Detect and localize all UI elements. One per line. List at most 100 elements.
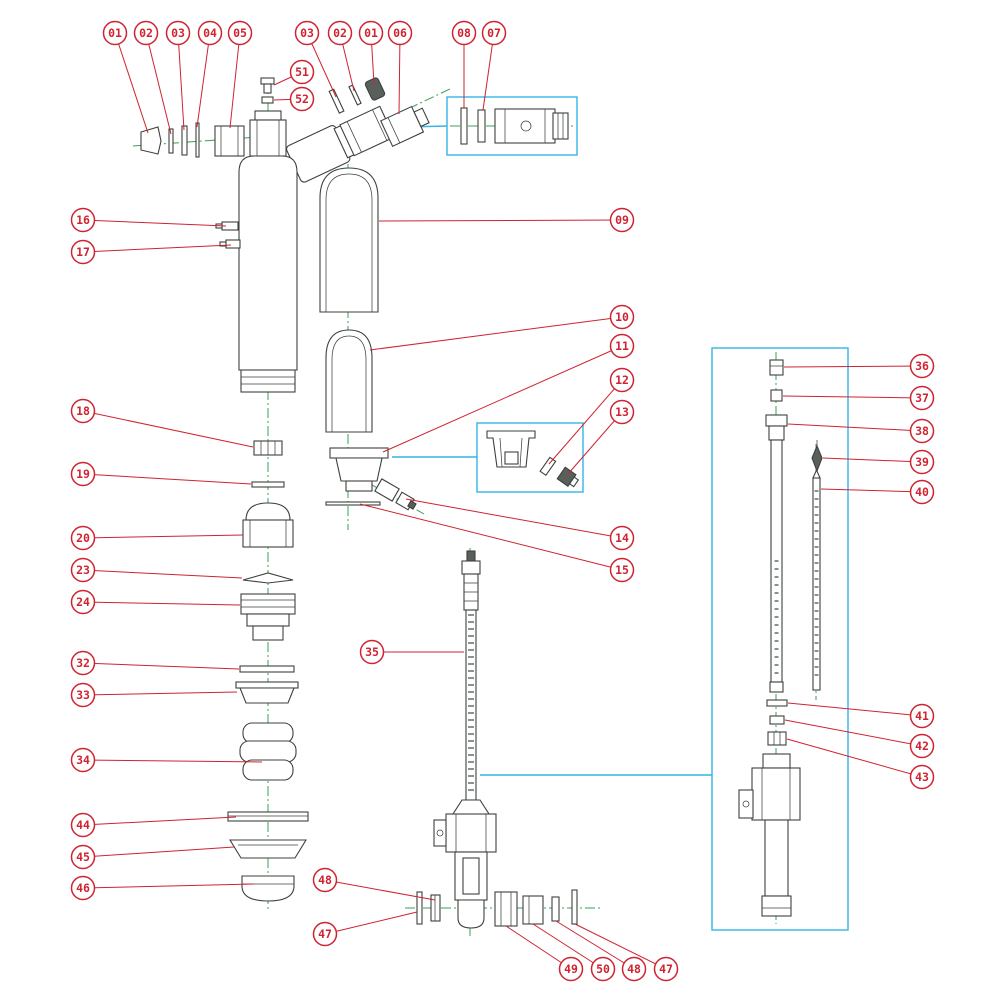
callout-02: 02 [327, 20, 353, 46]
callout-38: 38 [909, 418, 935, 444]
leader-line-18 [82, 410, 254, 448]
callout-circle-12 [609, 367, 635, 393]
callout-label-43: 43 [915, 770, 929, 784]
callout-circle-36 [909, 353, 935, 379]
callout-label-05: 05 [233, 26, 247, 40]
shock-body-09 [319, 167, 379, 313]
callout-label-04: 04 [203, 26, 217, 40]
callout-label-45: 45 [76, 850, 90, 864]
shim-23 [242, 572, 294, 584]
callout-circle-49 [558, 956, 584, 982]
pushrod-38 [765, 414, 788, 693]
seat-washer-44 [227, 811, 309, 822]
callout-circle-45 [70, 844, 96, 870]
cup-33 [235, 681, 299, 704]
callout-label-49: 49 [564, 962, 578, 976]
washer-part-02-top [348, 84, 362, 106]
leader-line-24 [82, 601, 241, 606]
callout-label-03: 03 [300, 26, 314, 40]
washer-part-12 [539, 456, 557, 477]
callout-label-20: 20 [76, 531, 90, 545]
callout-circle-43 [909, 764, 935, 790]
callout-circle-18 [70, 398, 96, 424]
callout-circle-44 [70, 812, 96, 838]
bump-rubber-34 [239, 722, 297, 781]
callout-label-09: 09 [615, 213, 629, 227]
leader-line-49 [505, 925, 572, 970]
callout-01: 01 [102, 20, 128, 46]
callout-46: 46 [70, 875, 96, 901]
callout-label-01: 01 [108, 26, 122, 40]
callout-17: 17 [70, 239, 96, 265]
callout-03: 03 [294, 20, 320, 46]
bleed-screw-17 [219, 239, 241, 249]
callout-48: 48 [312, 867, 338, 893]
spacer-part-05 [214, 125, 245, 157]
callout-43: 43 [909, 764, 935, 790]
fitting-36 [769, 359, 784, 376]
callout-35: 35 [359, 639, 385, 665]
callout-14: 14 [609, 525, 635, 551]
callout-circle-09 [609, 207, 635, 233]
callout-circle-48 [621, 956, 647, 982]
highlight-boxes [392, 96, 849, 931]
leader-line-07 [482, 32, 495, 111]
callout-09: 09 [609, 207, 635, 233]
fitting-part-14 [395, 491, 417, 511]
leader-line-02 [145, 32, 172, 135]
washer-part-07 [477, 109, 486, 143]
leader-line-48 [324, 879, 436, 901]
highlight-box-3 [711, 347, 849, 931]
locknut-18 [253, 440, 283, 456]
callout-circle-02 [133, 20, 159, 46]
washer-part-03 [181, 125, 188, 156]
leader-line-15 [359, 503, 623, 571]
callout-circle-33 [70, 682, 96, 708]
leader-line-45 [82, 846, 235, 858]
callout-circle-16 [70, 207, 96, 233]
callout-label-46: 46 [76, 881, 90, 895]
cap-part-01-top [364, 77, 386, 101]
callout-label-24: 24 [76, 595, 90, 609]
spacer-part-14 [374, 478, 400, 502]
callout-label-19: 19 [76, 467, 90, 481]
callout-41: 41 [909, 703, 935, 729]
callout-circle-41 [909, 703, 935, 729]
callout-circle-08 [451, 20, 477, 46]
callout-04: 04 [197, 20, 223, 46]
callout-label-13: 13 [615, 405, 629, 419]
callout-circle-05 [227, 20, 253, 46]
leader-line-43 [786, 738, 923, 778]
callout-circle-07 [481, 20, 507, 46]
washer-47-left [416, 891, 423, 925]
damper-rod-35 [433, 550, 497, 929]
callout-47: 47 [653, 956, 679, 982]
callout-circle-04 [197, 20, 223, 46]
callout-label-03: 03 [171, 26, 185, 40]
screw-part-13 [556, 466, 580, 488]
callout-24: 24 [70, 589, 96, 615]
callout-13: 13 [609, 399, 635, 425]
stop-ring-15 [325, 501, 381, 506]
callout-circle-17 [70, 239, 96, 265]
leader-line-20 [82, 534, 244, 539]
leader-line-36 [783, 365, 923, 368]
callout-circle-52 [289, 86, 315, 112]
callout-02: 02 [133, 20, 159, 46]
leader-line-17 [82, 244, 232, 253]
callout-34: 34 [70, 747, 96, 773]
callout-circle-38 [909, 418, 935, 444]
callout-label-41: 41 [915, 709, 929, 723]
washer-42 [769, 715, 785, 725]
callout-label-42: 42 [915, 739, 929, 753]
callout-45: 45 [70, 844, 96, 870]
leader-line-09 [378, 219, 623, 222]
callout-23: 23 [70, 557, 96, 583]
callout-11: 11 [609, 333, 635, 359]
callout-label-23: 23 [76, 563, 90, 577]
callout-circle-01 [102, 20, 128, 46]
callout-label-06: 06 [393, 26, 407, 40]
leader-line-47 [324, 911, 418, 935]
end-cap-46 [241, 875, 295, 902]
